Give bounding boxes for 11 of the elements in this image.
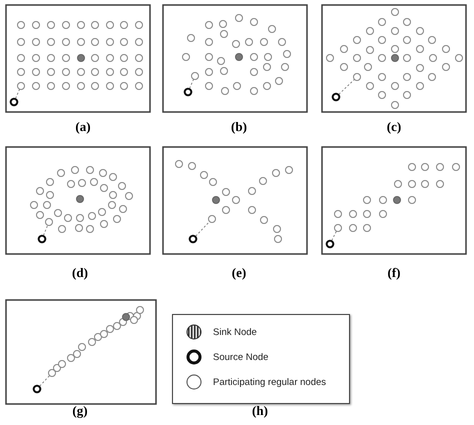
panel-label: (c) <box>386 119 402 135</box>
panel-label: (f) <box>388 265 400 281</box>
legend-text: Source Node <box>213 352 268 362</box>
panel-label: (g) <box>72 403 88 419</box>
panel-label: (d) <box>72 265 88 281</box>
panel-label: (e) <box>232 265 246 281</box>
panel-label: (h) <box>252 403 268 419</box>
legend-text: Participating regular nodes <box>213 376 326 388</box>
legend-text: Sink Node <box>213 326 257 338</box>
panel-label: (a) <box>75 119 91 135</box>
panel-label: (b) <box>231 119 247 135</box>
